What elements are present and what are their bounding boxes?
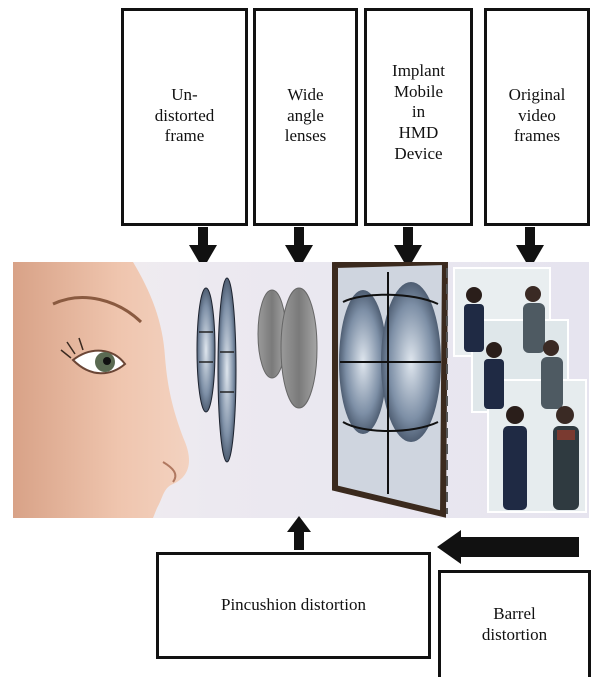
barrel-distortion-label: Barrel distortion [481, 604, 548, 644]
down-arrow-implant [394, 227, 422, 269]
implant-mobile-box: Implant Mobile in HMD Device [364, 8, 473, 226]
down-arrow-original [516, 227, 544, 269]
implant-mobile-label: Implant Mobile in HMD Device [392, 61, 445, 163]
down-arrow-wide-angle [285, 227, 313, 269]
pincushion-distortion-label: Pincushion distortion [221, 595, 366, 615]
up-arrow-pincushion [287, 516, 311, 550]
pincushion-distortion-box: Pincushion distortion [156, 552, 431, 659]
undistorted-frame-box: Un- distorted frame [121, 8, 248, 226]
original-video-frames-box: Original video frames [484, 8, 590, 226]
barrel-distortion-box: Barrel distortion [438, 570, 591, 677]
down-arrow-undistorted [189, 227, 217, 269]
face-profile [13, 262, 189, 518]
wide-angle-lenses-box: Wide angle lenses [253, 8, 358, 226]
hmd-mobile-screen [332, 262, 449, 518]
original-video-frames-label: Original video frames [508, 85, 566, 146]
undistorted-frame-label: Un- distorted frame [154, 85, 215, 146]
original-video-frame-stack [453, 267, 587, 513]
undistorted-frame-slices [196, 277, 237, 463]
wide-angle-lenses-label: Wide angle lenses [284, 85, 327, 146]
wide-angle-lens-pair [257, 287, 318, 409]
hmd-scene-illustration [13, 262, 589, 518]
left-arrow-barrel [437, 530, 579, 564]
